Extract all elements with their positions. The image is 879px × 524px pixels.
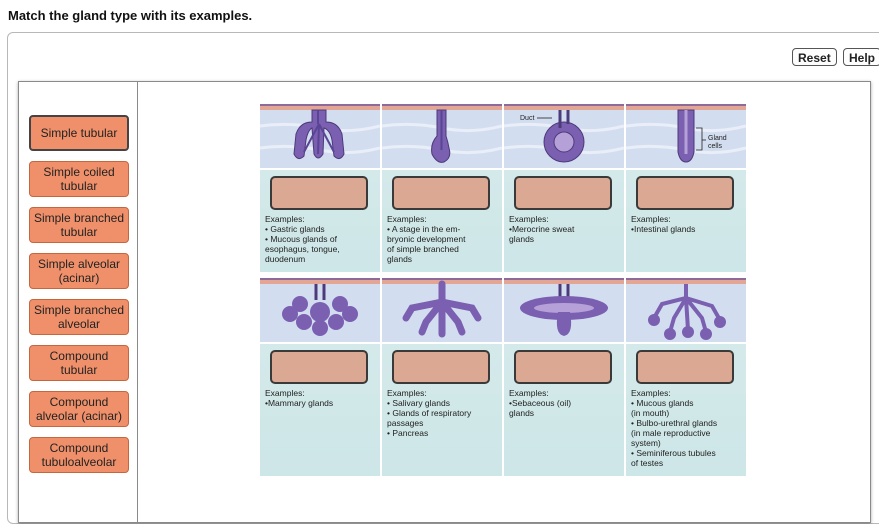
examples-text-6: Examples: • Salivary glands • Glands of … (387, 388, 472, 438)
illustration-simple-coiled-tubular: Duct (504, 104, 624, 168)
help-button[interactable]: Help (843, 48, 879, 66)
illustration-compound-alveolar-1 (260, 278, 380, 342)
duct-label: Duct (520, 115, 534, 122)
examples-text-5: Examples: •Mammary glands (265, 388, 334, 408)
match-cell-1: Examples: • Gastric glands • Mucous glan… (260, 170, 380, 272)
label-simple-alveolar[interactable]: Simple alveolar(acinar) (29, 253, 129, 289)
dropzone-8[interactable] (636, 350, 734, 384)
dropzone-2[interactable] (392, 176, 490, 210)
illustration-simple-alveolar (504, 278, 624, 342)
match-cell-7: Examples: •Sebaceous (oil) glands (504, 344, 624, 476)
match-cell-4: Examples: •Intestinal glands (626, 170, 746, 272)
illustration-simple-branched-tubular (260, 104, 380, 168)
examples-text-1: Examples: • Gastric glands • Mucous glan… (265, 214, 340, 264)
match-cell-5: Examples: •Mammary glands (260, 344, 380, 476)
examples-text-3: Examples: •Merocrine sweat glands (509, 214, 575, 244)
dropzone-7[interactable] (514, 350, 612, 384)
dropzone-3[interactable] (514, 176, 612, 210)
dropzone-4[interactable] (636, 176, 734, 210)
match-cell-2: Examples: • A stage in the em- bryonic d… (382, 170, 502, 272)
examples-text-4: Examples: •Intestinal glands (631, 214, 696, 234)
match-cell-8: Examples: • Mucous glands (in mouth) • B… (626, 344, 746, 476)
examples-text-8: Examples: • Mucous glands (in mouth) • B… (631, 388, 718, 468)
illustration-compound-tubular (382, 278, 502, 342)
dropzone-1[interactable] (270, 176, 368, 210)
illustration-compound-tubuloalveolar (626, 278, 746, 342)
match-cell-3: Examples: •Merocrine sweat glands (504, 170, 624, 272)
dropzone-5[interactable] (270, 350, 368, 384)
dropzone-6[interactable] (392, 350, 490, 384)
label-simple-tubular[interactable]: Simple tubular (29, 115, 129, 151)
match-cell-6: Examples: • Salivary glands • Glands of … (382, 344, 502, 476)
illustration-simple-tubular-stage (382, 104, 502, 168)
examples-text-7: Examples: •Sebaceous (oil) glands (509, 388, 572, 418)
reset-button[interactable]: Reset (792, 48, 837, 66)
examples-text-2: Examples: • A stage in the em- bryonic d… (387, 214, 466, 264)
instruction-prompt: Match the gland type with its examples. (8, 8, 253, 23)
